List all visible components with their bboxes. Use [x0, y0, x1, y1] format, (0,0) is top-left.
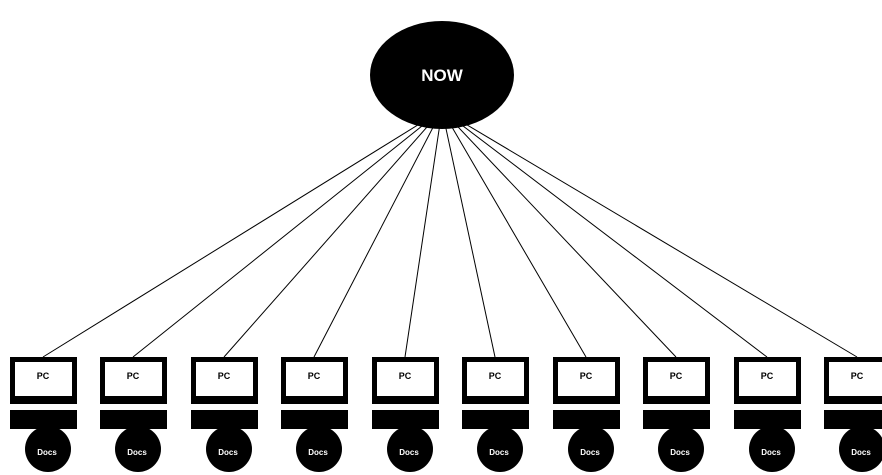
pc-screen [648, 362, 705, 396]
docs-disc [568, 426, 614, 472]
docs-disc [839, 426, 882, 472]
pc-base [643, 410, 710, 429]
pc-screen [377, 362, 434, 396]
pc-base [824, 410, 882, 429]
connector-line [132, 109, 443, 358]
connector-line [42, 109, 443, 358]
pc-screen [739, 362, 796, 396]
docs-label: Docs [218, 448, 238, 457]
pc-node: PC Docs [462, 357, 529, 472]
docs-disc [477, 426, 523, 472]
pc-node: PC Docs [734, 357, 801, 472]
pc-screen [105, 362, 162, 396]
pc-label: PC [127, 371, 140, 381]
pc-screen [829, 362, 882, 396]
pc-base [734, 410, 801, 429]
pc-label: PC [308, 371, 321, 381]
pc-node: PC Docs [191, 357, 258, 472]
now-hub: NOW [370, 21, 514, 129]
pc-label: PC [218, 371, 231, 381]
docs-label: Docs [670, 448, 690, 457]
pc-label: PC [489, 371, 502, 381]
pc-node: PC Docs [643, 357, 710, 472]
docs-label: Docs [851, 448, 871, 457]
docs-disc [387, 426, 433, 472]
pc-base [10, 410, 77, 429]
connector-line [404, 109, 443, 358]
connector-line [441, 109, 496, 358]
pc-nodes: PC Docs PC Docs PC Docs PC Docs PC Docs PC Docs PC Do… [10, 357, 882, 472]
connector-line [441, 109, 858, 358]
connector-line [313, 109, 443, 358]
pc-base [100, 410, 167, 429]
pc-base [462, 410, 529, 429]
connector-line [441, 109, 768, 358]
docs-label: Docs [127, 448, 147, 457]
pc-node: PC Docs [281, 357, 348, 472]
docs-disc [25, 426, 71, 472]
pc-label: PC [670, 371, 683, 381]
pc-label: PC [851, 371, 864, 381]
pc-label: PC [37, 371, 50, 381]
pc-node: PC Docs [824, 357, 882, 472]
pc-label: PC [399, 371, 412, 381]
docs-label: Docs [489, 448, 509, 457]
connector-line [223, 109, 443, 358]
pc-base [372, 410, 439, 429]
pc-screen [558, 362, 615, 396]
pc-screen [467, 362, 524, 396]
pc-base [553, 410, 620, 429]
pc-screen [196, 362, 253, 396]
connector-line [441, 109, 677, 358]
now-hub-label: NOW [421, 66, 464, 85]
pc-node: PC Docs [10, 357, 77, 472]
pc-node: PC Docs [372, 357, 439, 472]
connector-lines [42, 109, 858, 358]
docs-disc [658, 426, 704, 472]
docs-disc [749, 426, 795, 472]
pc-node: PC Docs [100, 357, 167, 472]
docs-label: Docs [761, 448, 781, 457]
now-hub-ellipse [370, 21, 514, 129]
pc-node: PC Docs [553, 357, 620, 472]
pc-base [281, 410, 348, 429]
pc-screen [15, 362, 72, 396]
docs-label: Docs [399, 448, 419, 457]
docs-disc [296, 426, 342, 472]
docs-disc [206, 426, 252, 472]
docs-label: Docs [308, 448, 328, 457]
pc-base [191, 410, 258, 429]
docs-label: Docs [37, 448, 57, 457]
pc-label: PC [761, 371, 774, 381]
pc-screen [286, 362, 343, 396]
pc-label: PC [580, 371, 593, 381]
docs-label: Docs [580, 448, 600, 457]
connector-line [441, 109, 587, 358]
docs-disc [115, 426, 161, 472]
